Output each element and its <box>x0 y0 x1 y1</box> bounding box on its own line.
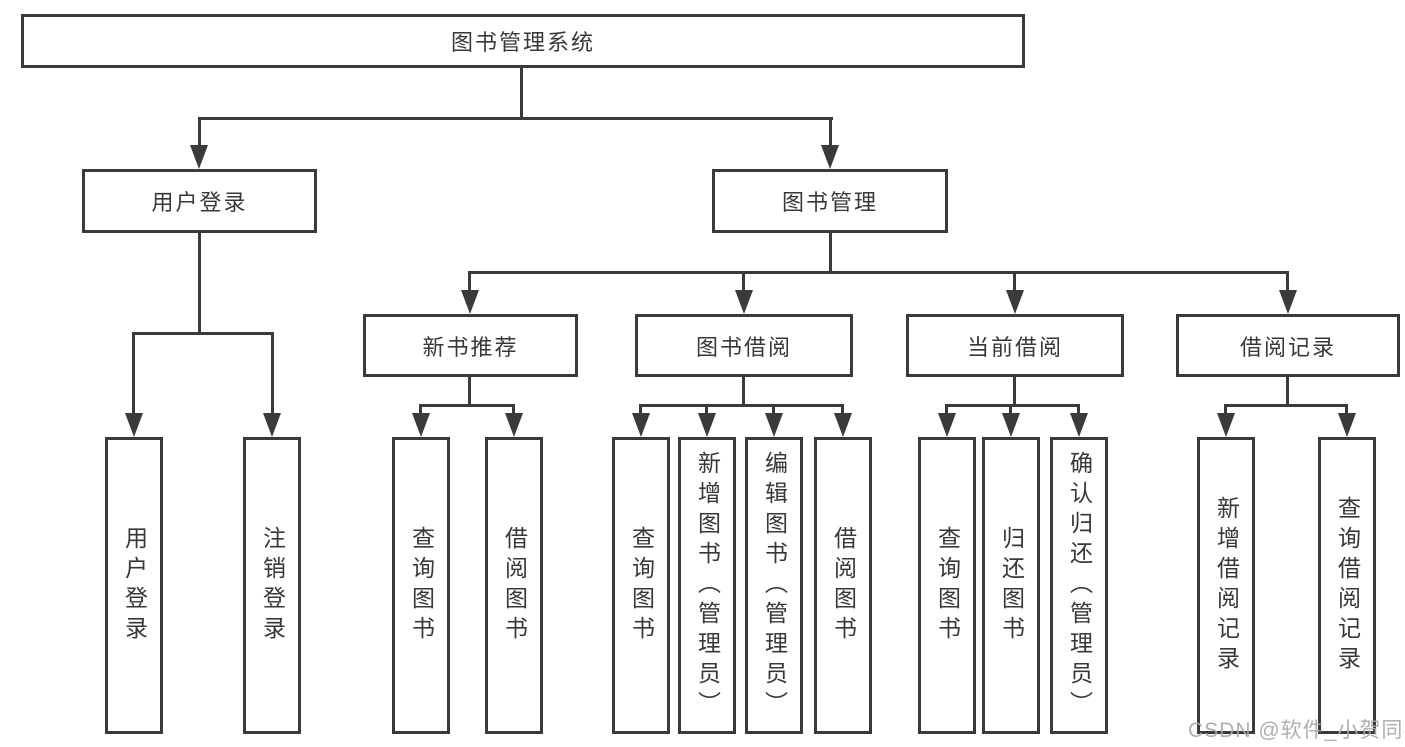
leaf-nb-query-books: 查询图书 <box>392 437 450 734</box>
node-book-management: 图书管理 <box>712 169 948 233</box>
connector-level2-bus <box>468 271 1289 274</box>
connector-leaf-logout-stem <box>271 332 274 415</box>
arrowhead-leaf-login <box>125 413 143 437</box>
leaf-cb-return-books-label: 归还图书 <box>998 525 1025 646</box>
connector-br-leaf1-stem <box>1224 404 1227 415</box>
leaf-cb-confirm-return-admin-label: 确认归还（管理员） <box>1066 450 1093 721</box>
arrowhead-br-leaf2 <box>1338 413 1356 437</box>
arrowhead-bb-leaf2 <box>698 413 716 437</box>
csdn-watermark: CSDN @软件_小贺同学 <box>1188 719 1405 742</box>
node-new-book-recommend-label: 新书推荐 <box>422 334 519 360</box>
connector-current-borrow-group-stem <box>1013 377 1016 407</box>
connector-borrow-records-stem <box>1286 271 1289 292</box>
arrowhead-nb-leaf2 <box>505 413 523 437</box>
connector-book-mgmt-stem <box>829 117 832 147</box>
connector-cb-leaf3-stem <box>1077 404 1080 415</box>
arrowhead-book-mgmt <box>821 145 839 169</box>
leaf-br-add-record-label: 新增借阅记录 <box>1213 495 1240 676</box>
leaf-bb-edit-books-admin-label: 编辑图书（管理员） <box>761 450 788 721</box>
leaf-bb-add-books-admin: 新增图书（管理员） <box>678 437 736 734</box>
arrowhead-cb-leaf2 <box>1002 413 1020 437</box>
connector-book-borrow-group-stem <box>742 377 745 407</box>
leaf-cb-query-books: 查询图书 <box>918 437 976 734</box>
connector-current-borrow-stem <box>1013 271 1016 292</box>
connector-bb-leaf4-stem <box>841 404 844 415</box>
leaf-br-query-record-label: 查询借阅记录 <box>1334 495 1361 676</box>
connector-nb-leaf1-stem <box>419 404 422 415</box>
arrowhead-bb-leaf1 <box>632 413 650 437</box>
arrowhead-bb-leaf3 <box>765 413 783 437</box>
connector-book-borrow-stem <box>742 271 745 292</box>
connector-bb-leaf2-stem <box>705 404 708 415</box>
arrowhead-book-borrow <box>735 290 753 314</box>
arrowhead-nb-leaf1 <box>412 413 430 437</box>
leaf-cb-return-books: 归还图书 <box>982 437 1040 734</box>
node-current-borrow-label: 当前借阅 <box>966 334 1063 360</box>
connector-br-leaf2-stem <box>1345 404 1348 415</box>
leaf-bb-borrow-books-label: 借阅图书 <box>830 525 857 646</box>
leaf-nb-borrow-books-label: 借阅图书 <box>501 525 528 646</box>
leaf-bb-borrow-books: 借阅图书 <box>814 437 872 734</box>
connector-borrow-records-bus <box>1225 404 1348 407</box>
node-book-borrow-label: 图书借阅 <box>695 334 792 360</box>
connector-borrow-records-group-stem <box>1286 377 1289 407</box>
leaf-bb-add-books-admin-label: 新增图书（管理员） <box>694 450 721 721</box>
leaf-br-query-record: 查询借阅记录 <box>1318 437 1376 734</box>
node-book-management-label: 图书管理 <box>781 190 878 215</box>
arrowhead-bb-leaf4 <box>834 413 852 437</box>
arrowhead-borrow-records <box>1279 290 1297 314</box>
node-user-login-label: 用户登录 <box>151 190 248 215</box>
node-current-borrow: 当前借阅 <box>906 314 1124 377</box>
arrowhead-user-login <box>190 145 208 169</box>
leaf-logout: 注销登录 <box>243 437 301 734</box>
connector-book-borrow-bus <box>639 404 844 407</box>
leaf-cb-query-books-label: 查询图书 <box>934 525 961 646</box>
leaf-bb-query-books: 查询图书 <box>612 437 670 734</box>
node-root-label: 图书管理系统 <box>450 30 595 55</box>
connector-level1-bus <box>198 117 833 120</box>
connector-nb-leaf2-stem <box>512 404 515 415</box>
arrowhead-cb-leaf1 <box>938 413 956 437</box>
connector-new-book-bus <box>420 404 515 407</box>
arrowhead-new-book <box>461 290 479 314</box>
connector-cb-leaf2-stem <box>1009 404 1012 415</box>
leaf-cb-confirm-return-admin: 确认归还（管理员） <box>1050 437 1108 734</box>
leaf-nb-borrow-books: 借阅图书 <box>485 437 543 734</box>
arrowhead-leaf-logout <box>263 413 281 437</box>
connector-user-login-bus <box>133 332 273 335</box>
connector-root-stem <box>520 68 523 119</box>
node-borrow-records: 借阅记录 <box>1176 314 1400 377</box>
connector-user-login-stem <box>198 117 201 147</box>
node-root: 图书管理系统 <box>21 14 1025 68</box>
arrowhead-current-borrow <box>1006 290 1024 314</box>
connector-cb-leaf1-stem <box>945 404 948 415</box>
leaf-logout-label: 注销登录 <box>259 525 286 646</box>
leaf-bb-edit-books-admin: 编辑图书（管理员） <box>745 437 803 734</box>
leaf-nb-query-books-label: 查询图书 <box>408 525 435 646</box>
leaf-user-login: 用户登录 <box>105 437 163 734</box>
connector-leaf-login-stem <box>132 332 135 415</box>
node-user-login: 用户登录 <box>82 169 317 233</box>
connector-new-book-group-stem <box>468 377 471 407</box>
node-book-borrow: 图书借阅 <box>635 314 853 377</box>
connector-bb-leaf1-stem <box>639 404 642 415</box>
arrowhead-br-leaf1 <box>1217 413 1235 437</box>
connector-user-login-group-stem <box>198 233 201 334</box>
connector-mgmt-stem <box>829 233 832 274</box>
node-borrow-records-label: 借阅记录 <box>1239 334 1336 360</box>
leaf-user-login-label: 用户登录 <box>121 525 148 646</box>
connector-new-book-stem <box>468 271 471 292</box>
connector-current-borrow-bus <box>945 404 1080 407</box>
connector-bb-leaf3-stem <box>772 404 775 415</box>
leaf-br-add-record: 新增借阅记录 <box>1197 437 1255 734</box>
leaf-bb-query-books-label: 查询图书 <box>628 525 655 646</box>
arrowhead-cb-leaf3 <box>1070 413 1088 437</box>
node-new-book-recommend: 新书推荐 <box>363 314 578 377</box>
